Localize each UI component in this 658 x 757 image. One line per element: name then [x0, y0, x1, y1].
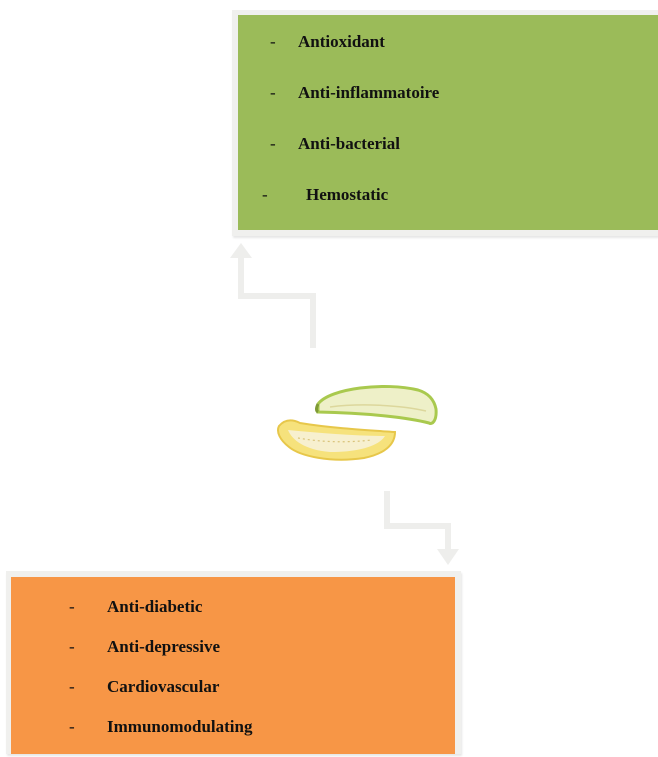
- property-label: Immunomodulating: [107, 717, 253, 736]
- arrow-down-to-bottom-box: [384, 491, 459, 565]
- list-item: - Cardiovascular: [69, 667, 252, 707]
- property-label: Hemostatic: [306, 185, 389, 204]
- property-label: Anti-inflammatoire: [298, 83, 440, 102]
- arrow-up-to-top-box: [230, 243, 316, 348]
- property-label: Antioxidant: [298, 32, 385, 51]
- list-item: - Antioxidant: [270, 16, 439, 67]
- list-dash: -: [69, 717, 75, 736]
- banana-yellow-slice: [277, 419, 397, 461]
- property-label: Anti-diabetic: [107, 597, 203, 616]
- list-item: - Anti-diabetic: [69, 587, 252, 627]
- list-item: - Hemostatic: [262, 169, 439, 220]
- property-label: Cardiovascular: [107, 677, 220, 696]
- list-dash: -: [270, 134, 276, 153]
- list-item: - Anti-depressive: [69, 627, 252, 667]
- list-item: - Immunomodulating: [69, 707, 253, 747]
- banana-green-slice: [315, 384, 438, 425]
- list-dash: -: [270, 32, 276, 51]
- list-dash: -: [262, 185, 268, 204]
- list-dash: -: [69, 637, 75, 656]
- top-properties-list: - Antioxidant - Anti-inflammatoire - Anti-b…: [262, 16, 440, 220]
- bottom-properties-box: - Anti-diabetic - Anti-depressive - Cardiov…: [6, 571, 461, 754]
- list-item: - Anti-inflammatoire: [270, 67, 440, 118]
- list-dash: -: [69, 677, 75, 696]
- property-label: Anti-depressive: [107, 637, 221, 656]
- list-item: - Anti-bacterial: [270, 118, 439, 169]
- bottom-properties-list: - Anti-diabetic - Anti-depressive - Cardiov…: [69, 587, 253, 747]
- list-dash: -: [69, 597, 75, 616]
- top-properties-box: - Antioxidant - Anti-inflammatoire - Anti-b…: [232, 10, 658, 236]
- property-label: Anti-bacterial: [298, 134, 400, 153]
- list-dash: -: [270, 83, 276, 102]
